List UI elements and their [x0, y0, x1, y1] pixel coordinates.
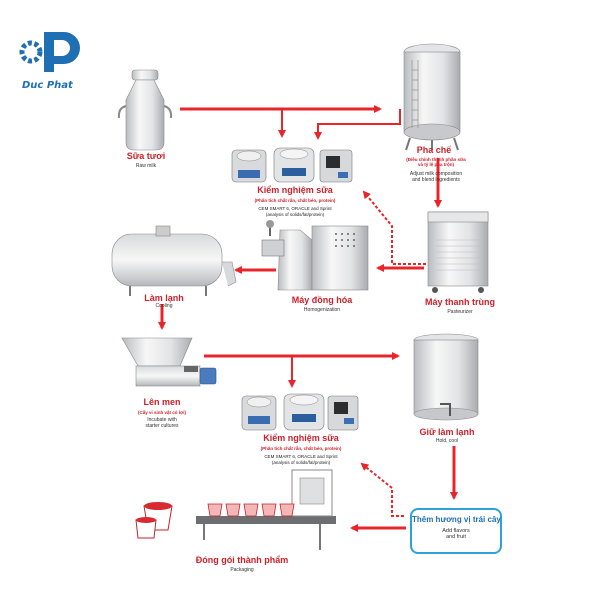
homogenizer-title: Máy đồng hóa: [291, 295, 353, 305]
testing1-title: Kiểm nghiệm sữa: [257, 185, 333, 195]
pasteurizer-title: Máy thanh trùng: [425, 297, 495, 307]
fermenting-note: (Cấy vi sinh vật có lợi): [138, 410, 186, 415]
homogenizer-sub: Homogenization: [303, 307, 341, 313]
analyzer-instruments-icon: [231, 147, 353, 183]
testing1-note: (Phân tích chất rắn, chất béo, protein): [254, 198, 336, 203]
yogurt-cups-icon: [135, 502, 173, 539]
testing2-title: Kiểm nghiệm sữa: [263, 433, 339, 443]
logo-icon: [19, 32, 80, 72]
pasteurizer-sub: Pasteurizer: [447, 309, 473, 315]
raw-milk-title: Sữa tươi: [126, 151, 166, 161]
packaging-line-icon: [196, 469, 336, 550]
raw-milk-sub: Raw milk: [135, 163, 157, 169]
packaging-sub: Packaging: [230, 567, 254, 573]
flavors-sub: Add flavors and fruit: [442, 528, 470, 541]
testing1-sub2: (analysis of solids/fat/protein): [265, 212, 325, 217]
testing2-note: (Phân tích chất rắn, chất béo, protein): [260, 446, 342, 451]
flavors-title: Thêm hương vị trái cây: [412, 515, 501, 524]
flavors-box: Thêm hương vị trái cây Add flavors and f…: [410, 508, 502, 554]
packaging-title: Đóng gói thành phẩm: [195, 555, 289, 565]
cooling-title: Làm lạnh: [144, 293, 184, 303]
hold-cool-title: Giữ làm lạnh: [419, 427, 475, 437]
fermenting-hopper-icon: [121, 337, 217, 387]
brand-name: Duc Phat: [22, 80, 73, 91]
cooling-sub: Cooling: [155, 303, 173, 309]
cooling-tank-icon: [111, 225, 237, 296]
fermenting-sub: Incubate with starter cultures: [145, 417, 179, 429]
hold-cool-sub: Hold, cool: [435, 438, 459, 444]
blending-title: Pha chế: [416, 145, 452, 155]
homogenizer-icon: [261, 220, 369, 291]
blending-sub: Adjust milk composition and blend ingred…: [409, 171, 463, 183]
testing1-sub: CEM SMART 6, ORACLE and Sprint: [258, 206, 332, 211]
testing2-sub2: (analysis of solids/fat/protein): [271, 460, 331, 465]
milk-can-icon: [117, 69, 173, 151]
flow-branch-arrows: [278, 109, 401, 388]
blending-tank-icon: [403, 43, 461, 151]
fermenting-title: Lên men: [143, 397, 181, 407]
analyzer-instruments-icon-2: [241, 393, 359, 431]
pasteurizer-icon: [427, 211, 489, 293]
testing2-sub: CEM SMART 6, ORACLE and Sprint: [264, 454, 338, 459]
flow-arrows: [158, 105, 458, 532]
feedback-arrows: [360, 190, 426, 517]
blending-note: (Điều chỉnh thành phần sữa và tỷ lệ pha …: [406, 157, 466, 168]
hold-cool-tank-icon: [413, 333, 479, 421]
